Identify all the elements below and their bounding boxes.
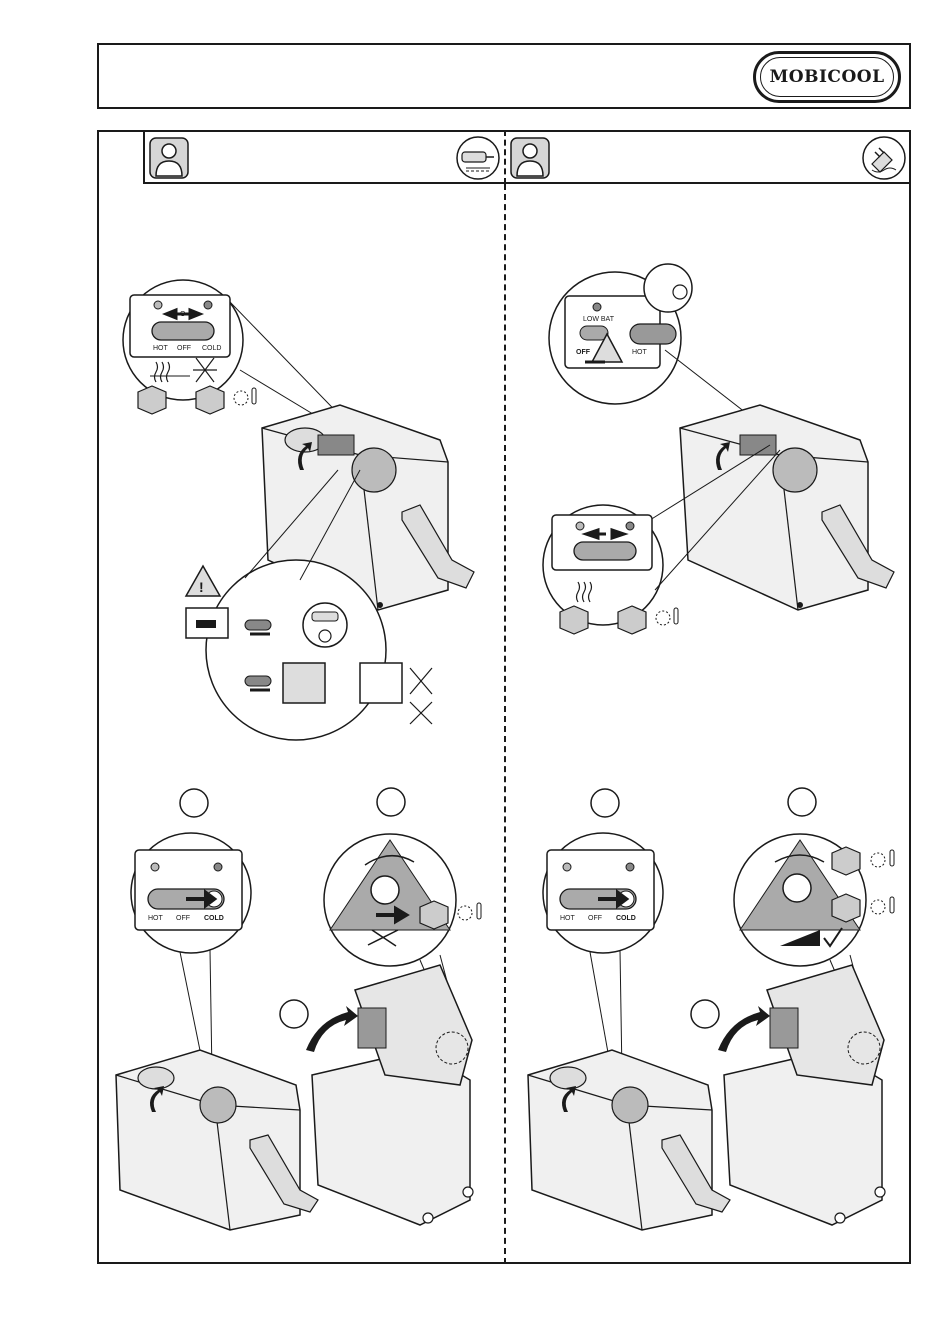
switch-label-cold: COLD [202,345,221,352]
switch-label-hot: HOT [153,345,169,352]
cooler-box-closed [116,1050,318,1230]
open-arrow-icon [306,1006,358,1052]
vent-grille-icon [770,1008,798,1048]
thermometer-icon [252,388,256,404]
sun-icon [871,900,885,914]
thermometer-badge [560,606,588,634]
vent-grille-icon [352,448,396,492]
vent-grille-icon [200,1087,236,1123]
switch-label-cold-bold: COLD [616,915,636,922]
svg-text:!: ! [199,579,204,595]
switch-label-low-bat: LOW BAT [583,316,615,323]
thermometer-badge [420,901,448,929]
thermometer-icon [674,608,678,624]
switch-label-hot: HOT [560,915,576,922]
car-plug-icon [457,137,499,179]
dial-knob [783,874,811,902]
switch-label-hot: HOT [148,915,164,922]
cold-switch-callout: HOT OFF COLD [543,833,663,1075]
step-marker [280,1000,308,1028]
step-marker [788,788,816,816]
switch-label-off: OFF [177,345,191,352]
thermometer-badge [138,386,166,414]
thermometer-badge [196,386,224,414]
thermometer-icon [477,903,481,919]
cold-switch-callout: HOT OFF COLD [131,833,251,1075]
switch-label-off: OFF [576,349,591,356]
low-battery-switch-callout: LOW BAT OFF HOT [549,264,768,430]
switch-label-o: O [180,311,186,318]
step-marker [691,1000,719,1028]
user-icon [511,138,549,178]
sun-icon [458,906,472,920]
step-marker [180,789,208,817]
thermometer-badge [832,847,860,875]
cooler-box-open [306,965,473,1225]
mains-plug-icon [863,137,905,179]
dial-knob [371,876,399,904]
battery-empty-icon [360,663,402,703]
thermometer-icon [890,897,894,913]
switch-label-off: OFF [588,915,602,922]
switch-label-off: OFF [176,915,190,922]
cooler-box-closed [528,1050,730,1230]
vent-grille-icon [358,1008,386,1048]
user-icon [150,138,188,178]
vent-grille-icon [773,448,817,492]
vent-grille-icon [612,1087,648,1123]
thermometer-badge [832,894,860,922]
switch-label-hot: HOT [632,349,648,356]
thermometer-badge [618,606,646,634]
open-arrow-icon [718,1006,770,1052]
switch-label-cold-bold: COLD [204,915,224,922]
thermometer-icon [890,850,894,866]
battery-full-icon [283,663,325,703]
step-marker [591,789,619,817]
cooler-box-illustration [680,405,894,610]
sun-icon [656,611,670,625]
step-marker [377,788,405,816]
cooler-box-open [718,965,885,1225]
sun-icon [871,853,885,867]
sun-icon [234,391,248,405]
